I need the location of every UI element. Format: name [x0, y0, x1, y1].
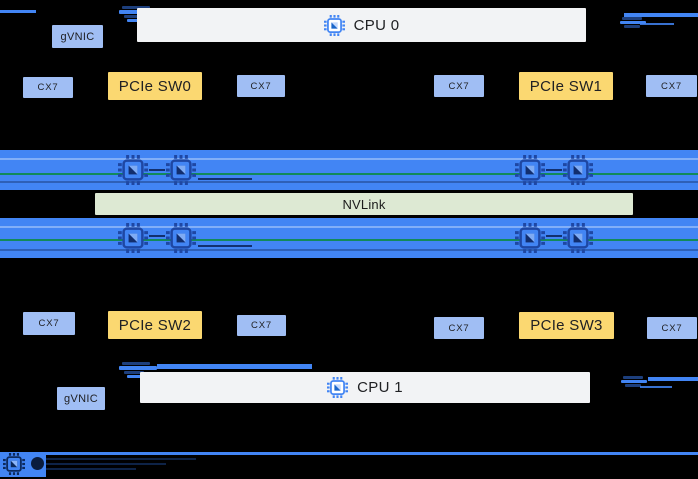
network-link-line	[640, 23, 674, 25]
network-link-line	[157, 364, 312, 369]
gpu-chip-icon	[563, 223, 593, 253]
cpu1-label: CPU 1	[357, 379, 403, 396]
cx7-box: CX7	[434, 75, 484, 97]
gpu-chip-icon	[515, 223, 545, 253]
pcie-sw3-box: PCIe SW3	[519, 312, 614, 339]
cx7-box: CX7	[23, 312, 75, 335]
nvlink-lane-line	[0, 239, 698, 241]
gvnic-top-box: gVNIC	[52, 25, 103, 48]
network-link-icon	[621, 376, 649, 390]
cx7-box: CX7	[237, 315, 286, 336]
gpu-chip-icon	[118, 155, 148, 185]
network-link-line	[640, 386, 672, 388]
cx7-label: CX7	[661, 322, 683, 334]
nvlink-lane-line	[0, 173, 698, 175]
pcie-sw3-label: PCIe SW3	[530, 317, 603, 334]
gpu-chip-icon	[166, 223, 196, 253]
cpu0-label: CPU 0	[353, 16, 400, 34]
cpu1-box: CPU 1	[140, 372, 590, 403]
pcie-sw2-box: PCIe SW2	[108, 311, 202, 339]
cx7-box: CX7	[434, 317, 484, 339]
cx7-label: CX7	[448, 80, 470, 92]
cpu-chip-icon	[327, 377, 349, 398]
cx7-label: CX7	[37, 82, 59, 93]
pcie-sw1-label: PCIe SW1	[529, 77, 603, 95]
cpu-chip-icon	[323, 14, 345, 36]
gpu-chip-icon	[515, 155, 545, 185]
offload-chip-icon	[3, 453, 25, 475]
cx7-label: CX7	[38, 318, 60, 329]
cx7-label: CX7	[448, 322, 470, 334]
pcie-sw1-box: PCIe SW1	[519, 72, 613, 100]
nvlink-bar: NVLink	[95, 193, 633, 215]
cx7-box: CX7	[647, 317, 697, 339]
gvnic-top-label: gVNIC	[60, 30, 95, 43]
gpu-bar-top	[0, 150, 698, 190]
cx7-label: CX7	[250, 80, 272, 92]
cx7-label: CX7	[251, 320, 272, 331]
gpu-chip-icon	[166, 155, 196, 185]
nvlink-label: NVLink	[342, 196, 386, 212]
cx7-box: CX7	[23, 77, 73, 98]
gvnic-bottom-box: gVNIC	[57, 387, 105, 410]
network-link-line	[0, 10, 36, 13]
network-link-icon	[620, 17, 648, 30]
pcie-sw0-label: PCIe SW0	[118, 77, 192, 95]
gvnic-bottom-label: gVNIC	[64, 392, 98, 405]
offload-bar-mark	[31, 457, 44, 470]
cx7-box: CX7	[237, 75, 285, 97]
cx7-box: CX7	[646, 75, 697, 97]
cx7-label: CX7	[661, 80, 682, 92]
gpu-bar-bottom	[0, 218, 698, 258]
cpu0-box: CPU 0	[137, 8, 586, 42]
network-link-line	[624, 13, 698, 17]
pcie-sw0-box: PCIe SW0	[108, 72, 202, 100]
gpu-chip-icon	[118, 223, 148, 253]
offload-network-bar	[0, 452, 698, 479]
pcie-sw2-label: PCIe SW2	[118, 316, 192, 334]
gpu-chip-icon	[563, 155, 593, 185]
network-link-line	[648, 377, 698, 381]
